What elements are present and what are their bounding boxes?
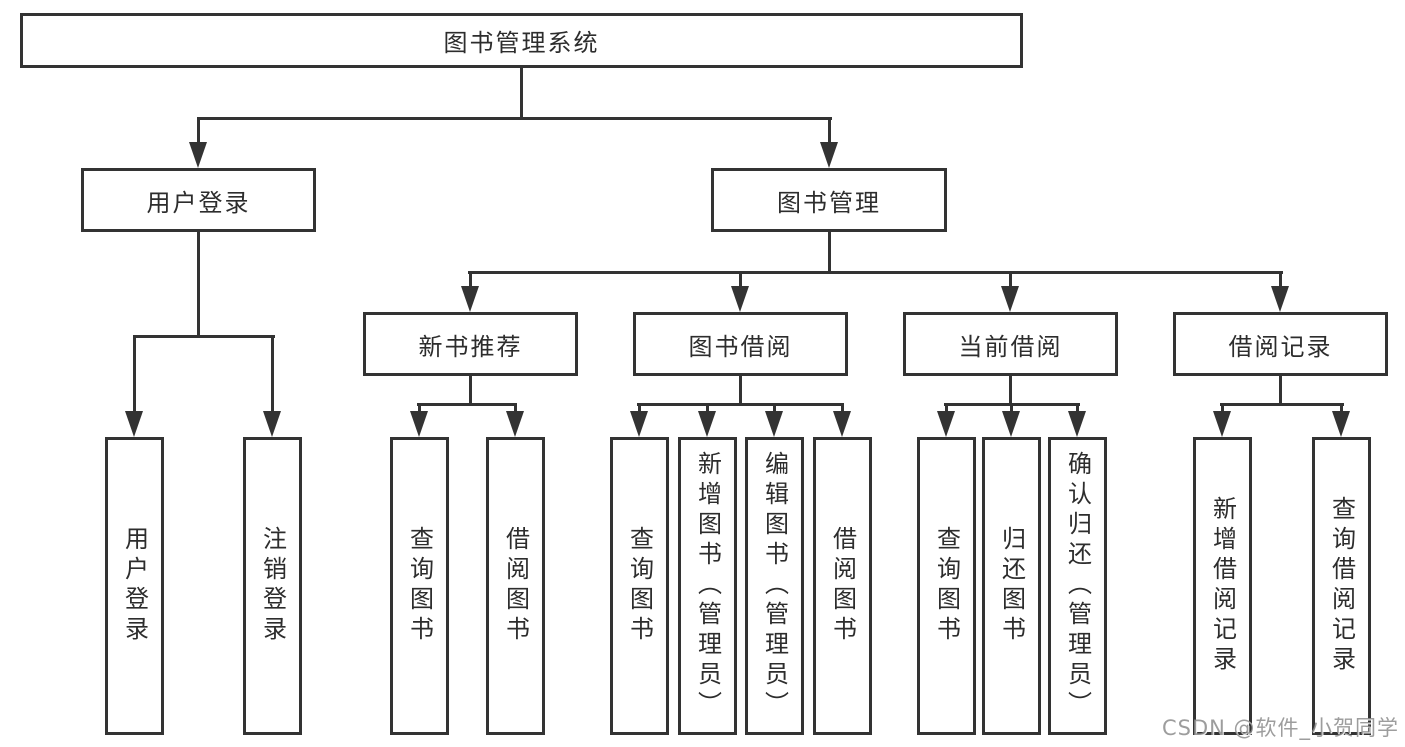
node-label: 用户登录 [120, 526, 149, 646]
connector-line [706, 403, 709, 415]
connector-line [1010, 403, 1013, 415]
node-label: 查询图书 [405, 526, 434, 646]
connector-line [197, 117, 200, 146]
arrow-down-icon [698, 411, 716, 437]
connector-line [197, 117, 832, 120]
connector-line [1009, 374, 1012, 406]
arrow-down-icon [263, 411, 281, 437]
node-label: 用户登录 [146, 188, 251, 217]
node-label: 注销登录 [258, 526, 287, 646]
node-label: 借阅图书 [501, 526, 530, 646]
node-label: 确认归还（管理员） [1063, 451, 1092, 721]
node-borrow-books: 借阅图书 [813, 437, 872, 735]
connector-line [520, 66, 523, 120]
node-borrow-books-recommend: 借阅图书 [486, 437, 545, 735]
arrow-down-icon [410, 411, 428, 437]
connector-line [1279, 374, 1282, 406]
connector-line [1220, 403, 1344, 406]
node-query-books-recommend: 查询图书 [390, 437, 449, 735]
node-user-login: 用户登录 [81, 168, 316, 232]
node-logout-action: 注销登录 [243, 437, 302, 735]
node-label: 新增借阅记录 [1208, 496, 1237, 676]
node-label: 图书管理系统 [443, 29, 600, 57]
connector-line [1340, 403, 1343, 415]
node-label: 新书推荐 [418, 332, 523, 361]
arrow-down-icon [1332, 411, 1350, 437]
arrow-down-icon [731, 286, 749, 312]
connector-line [739, 271, 742, 290]
node-label: 查询图书 [932, 526, 961, 646]
node-current-borrowing: 当前借阅 [903, 312, 1118, 376]
arrow-down-icon [820, 142, 838, 168]
arrow-down-icon [765, 411, 783, 437]
arrow-down-icon [1002, 411, 1020, 437]
arrow-down-icon [461, 286, 479, 312]
node-add-book-admin: 新增图书（管理员） [678, 437, 737, 735]
connector-line [1009, 271, 1012, 290]
node-label: 查询图书 [625, 526, 654, 646]
node-confirm-return-admin: 确认归还（管理员） [1048, 437, 1107, 735]
node-label: 查询借阅记录 [1327, 496, 1356, 676]
node-library-management-system: 图书管理系统 [20, 13, 1023, 68]
arrow-down-icon [1001, 286, 1019, 312]
node-label: 借阅记录 [1228, 332, 1333, 361]
watermark-text: CSDN @软件_小贺同学 [1162, 716, 1400, 740]
node-book-borrowing: 图书借阅 [633, 312, 848, 376]
arrow-down-icon [189, 142, 207, 168]
connector-line [945, 403, 948, 415]
node-label: 新增图书（管理员） [693, 451, 722, 721]
connector-line [638, 403, 641, 415]
connector-line [133, 335, 136, 414]
connector-line [469, 374, 472, 406]
connector-line [841, 403, 844, 415]
connector-line [417, 403, 517, 406]
node-query-books-current: 查询图书 [917, 437, 976, 735]
connector-line [514, 403, 517, 415]
node-label: 编辑图书（管理员） [760, 451, 789, 721]
arrow-down-icon [833, 411, 851, 437]
node-edit-book-admin: 编辑图书（管理员） [745, 437, 804, 735]
node-book-management: 图书管理 [711, 168, 947, 232]
arrow-down-icon [506, 411, 524, 437]
connector-line [133, 335, 275, 338]
node-return-books: 归还图书 [982, 437, 1041, 735]
connector-line [1076, 403, 1079, 415]
node-label: 当前借阅 [958, 332, 1063, 361]
connector-line [197, 230, 200, 337]
connector-line [468, 271, 1283, 274]
connector-line [1221, 403, 1224, 415]
arrow-down-icon [1271, 286, 1289, 312]
node-query-books-borrow: 查询图书 [610, 437, 669, 735]
node-borrowing-records: 借阅记录 [1173, 312, 1388, 376]
node-label: 图书借阅 [688, 332, 793, 361]
connector-line [469, 271, 472, 290]
node-new-book-recommend: 新书推荐 [363, 312, 578, 376]
arrow-down-icon [1068, 411, 1086, 437]
arrow-down-icon [630, 411, 648, 437]
connector-line [773, 403, 776, 415]
arrow-down-icon [125, 411, 143, 437]
node-user-login-action: 用户登录 [105, 437, 164, 735]
connector-line [1279, 271, 1282, 290]
node-label: 借阅图书 [828, 526, 857, 646]
connector-line [271, 335, 274, 414]
connector-line [828, 230, 831, 274]
connector-line [418, 403, 421, 415]
arrow-down-icon [937, 411, 955, 437]
arrow-down-icon [1213, 411, 1231, 437]
node-query-borrow-record: 查询借阅记录 [1312, 437, 1371, 735]
connector-line [828, 117, 831, 146]
node-label: 归还图书 [997, 526, 1026, 646]
connector-line [637, 403, 844, 406]
node-label: 图书管理 [777, 188, 881, 217]
node-add-borrow-record: 新增借阅记录 [1193, 437, 1252, 735]
connector-line [739, 374, 742, 406]
